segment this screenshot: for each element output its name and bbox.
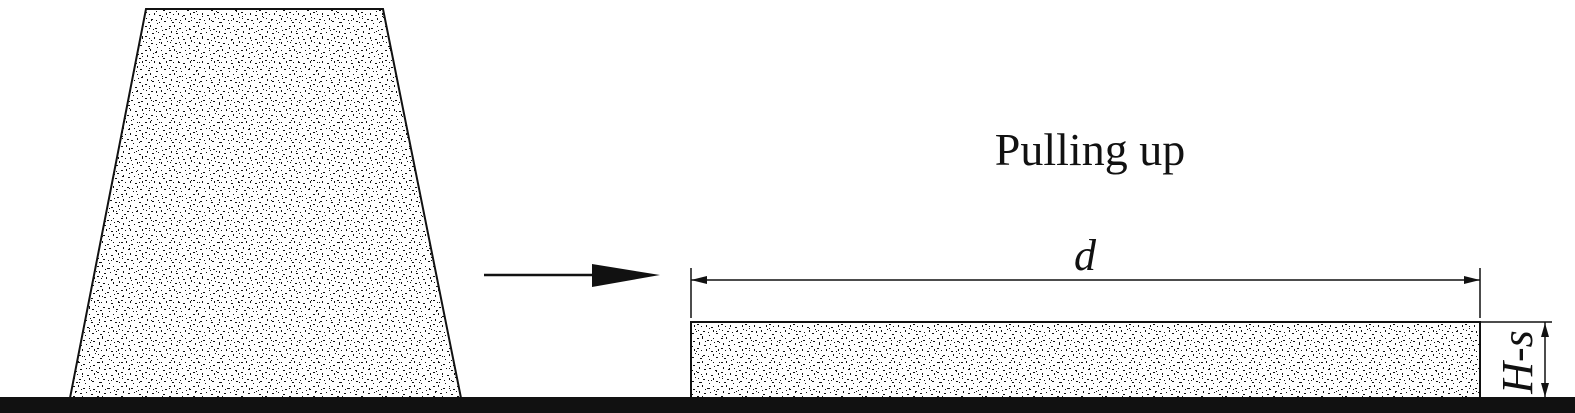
width-dimension bbox=[690, 268, 1481, 318]
height-dimension bbox=[1480, 321, 1552, 398]
action-label: Pulling up bbox=[995, 124, 1185, 175]
width-label: d bbox=[1074, 231, 1097, 280]
ground-line bbox=[0, 397, 1575, 413]
height-label: H-s bbox=[1493, 330, 1542, 395]
transition-arrow bbox=[484, 264, 660, 287]
slumped-layer bbox=[690, 321, 1481, 399]
cone-shape bbox=[68, 8, 463, 399]
